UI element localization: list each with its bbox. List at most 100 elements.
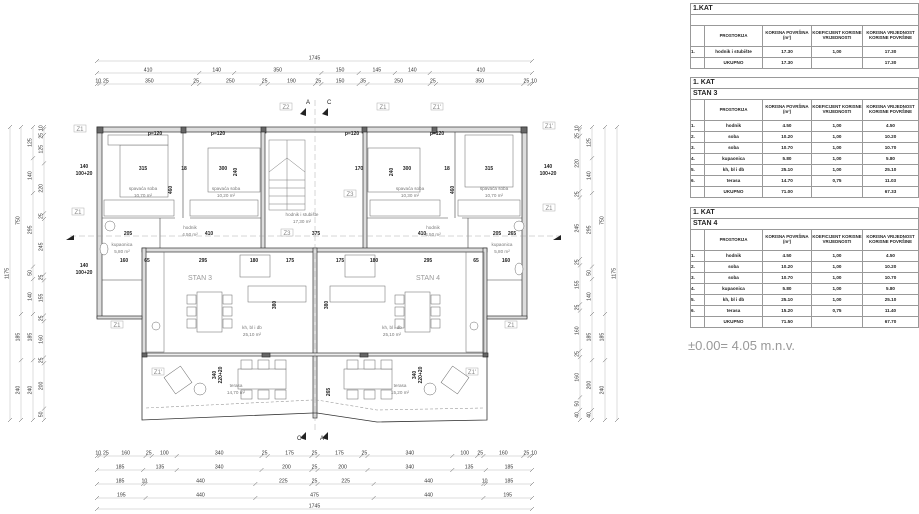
toilet bbox=[514, 262, 524, 276]
sofa bbox=[329, 285, 386, 303]
dimension-tick bbox=[103, 453, 108, 459]
inner-dimension: 100+20 bbox=[540, 171, 557, 177]
table-cell: 5.80 bbox=[862, 283, 919, 295]
dimension-tick bbox=[450, 467, 455, 473]
table-cell: UKUPNO bbox=[704, 316, 763, 328]
dimension-tick bbox=[577, 348, 583, 354]
side-table bbox=[423, 382, 437, 396]
dimension-tick bbox=[41, 211, 47, 216]
chair bbox=[186, 294, 197, 305]
dimension-tick bbox=[41, 216, 47, 222]
dimension-value: 185 bbox=[587, 333, 593, 342]
chair bbox=[363, 389, 376, 400]
dimension-tick bbox=[41, 127, 47, 132]
table-title: 1.KAT bbox=[690, 3, 919, 15]
inner-dimension: 410 bbox=[418, 231, 427, 237]
dimension-tick bbox=[527, 453, 532, 459]
armchair bbox=[239, 254, 271, 278]
dining-table bbox=[404, 291, 431, 333]
dimension-value: 185 bbox=[28, 333, 34, 342]
dimension-value: 185 bbox=[505, 465, 514, 471]
dimension-value: 160 bbox=[39, 335, 45, 344]
dimension-tick bbox=[614, 417, 620, 423]
chair bbox=[380, 359, 393, 370]
table-cell: UKUPNO bbox=[704, 186, 763, 198]
dimension-tick bbox=[589, 311, 595, 317]
dimension-value: 150 bbox=[336, 79, 345, 85]
terrace-wall bbox=[141, 352, 488, 357]
section-arrow-icon bbox=[66, 235, 74, 240]
inner-dimension: 315 bbox=[139, 166, 148, 172]
dimension-value: 200 bbox=[587, 381, 593, 390]
inner-dimension: 375 bbox=[312, 231, 321, 237]
table-title: 1. KAT bbox=[690, 77, 919, 89]
south-wall-right bbox=[486, 315, 528, 320]
inner-dimension: 460 bbox=[450, 186, 456, 195]
inner-dimension: p=120 bbox=[211, 131, 226, 137]
dimension-value: 25 bbox=[361, 451, 367, 457]
table-cell: 1,00 bbox=[811, 261, 863, 273]
dimension-tick bbox=[41, 319, 47, 324]
table-cell: hodnik bbox=[704, 120, 763, 132]
dimension-value: 750 bbox=[16, 216, 22, 225]
dimension-tick bbox=[474, 453, 480, 459]
washbasin bbox=[104, 220, 116, 232]
table-cell bbox=[690, 186, 705, 198]
dimension-value: 100 bbox=[460, 451, 469, 457]
dimension-tick bbox=[41, 355, 47, 360]
table-cell: terasa bbox=[704, 175, 763, 187]
inner-dimension: 240 bbox=[389, 168, 395, 177]
partitions bbox=[70, 100, 560, 430]
dimension-value: 10 bbox=[95, 451, 101, 457]
dimension-value: 140 bbox=[212, 68, 221, 74]
dimension-tick bbox=[7, 124, 13, 130]
dimension-tick bbox=[30, 276, 36, 282]
table-cell: 17.30 bbox=[862, 46, 919, 58]
section-markers: A C C A bbox=[66, 100, 561, 442]
table-cell: 3. bbox=[690, 142, 705, 154]
inner-dimension: 460 bbox=[168, 186, 174, 195]
dimension-tick bbox=[577, 354, 583, 360]
dimension-tick bbox=[197, 70, 202, 76]
column bbox=[141, 352, 148, 358]
dimension-tick bbox=[365, 453, 370, 459]
dimension-tick bbox=[259, 453, 264, 459]
dimension-tick bbox=[94, 81, 100, 87]
chairs bbox=[186, 294, 441, 400]
dimension-value: 350 bbox=[475, 79, 484, 85]
section-arrow-icon bbox=[322, 108, 328, 116]
table-cell: 5. bbox=[690, 294, 705, 306]
elevation-note: ±0.00= 4.05 m.n.v. bbox=[688, 338, 795, 353]
dimension-tick bbox=[174, 467, 179, 473]
dimension-value: 50 bbox=[587, 270, 593, 276]
dimension-value: 25 bbox=[39, 357, 45, 363]
dimension-chain: 1175 bbox=[612, 124, 620, 423]
dimension-value: 250 bbox=[394, 79, 403, 85]
col-header: KORISNA POVRŠINA (m²) bbox=[762, 25, 812, 47]
dimension-value: 140 bbox=[28, 292, 34, 301]
bed bbox=[119, 144, 169, 198]
svg-text:Z2: Z2 bbox=[282, 105, 290, 111]
dimension-tick bbox=[577, 127, 583, 132]
dimension-value: 195 bbox=[117, 493, 126, 499]
dimension-value: 145 bbox=[372, 68, 381, 74]
dimension-value: 25 bbox=[312, 465, 318, 471]
inner-dimension: 300 bbox=[403, 166, 412, 172]
dimension-value: 1175 bbox=[5, 268, 11, 279]
dimension-tick bbox=[483, 481, 489, 487]
dimension-value: 140 bbox=[587, 292, 593, 301]
table-cell: hodnik bbox=[704, 250, 763, 262]
dimension-value: 200 bbox=[338, 465, 347, 471]
table-cell: 10.20 bbox=[862, 261, 919, 273]
dimension-value: 340 bbox=[406, 465, 415, 471]
table-cell: 0,75 bbox=[811, 305, 863, 317]
dimension-tick bbox=[309, 453, 314, 459]
wall-tag: Z1' bbox=[430, 102, 444, 111]
dimension-tick bbox=[190, 81, 196, 87]
inner-dimension: p=120 bbox=[430, 131, 445, 137]
dimension-tick bbox=[30, 311, 36, 317]
